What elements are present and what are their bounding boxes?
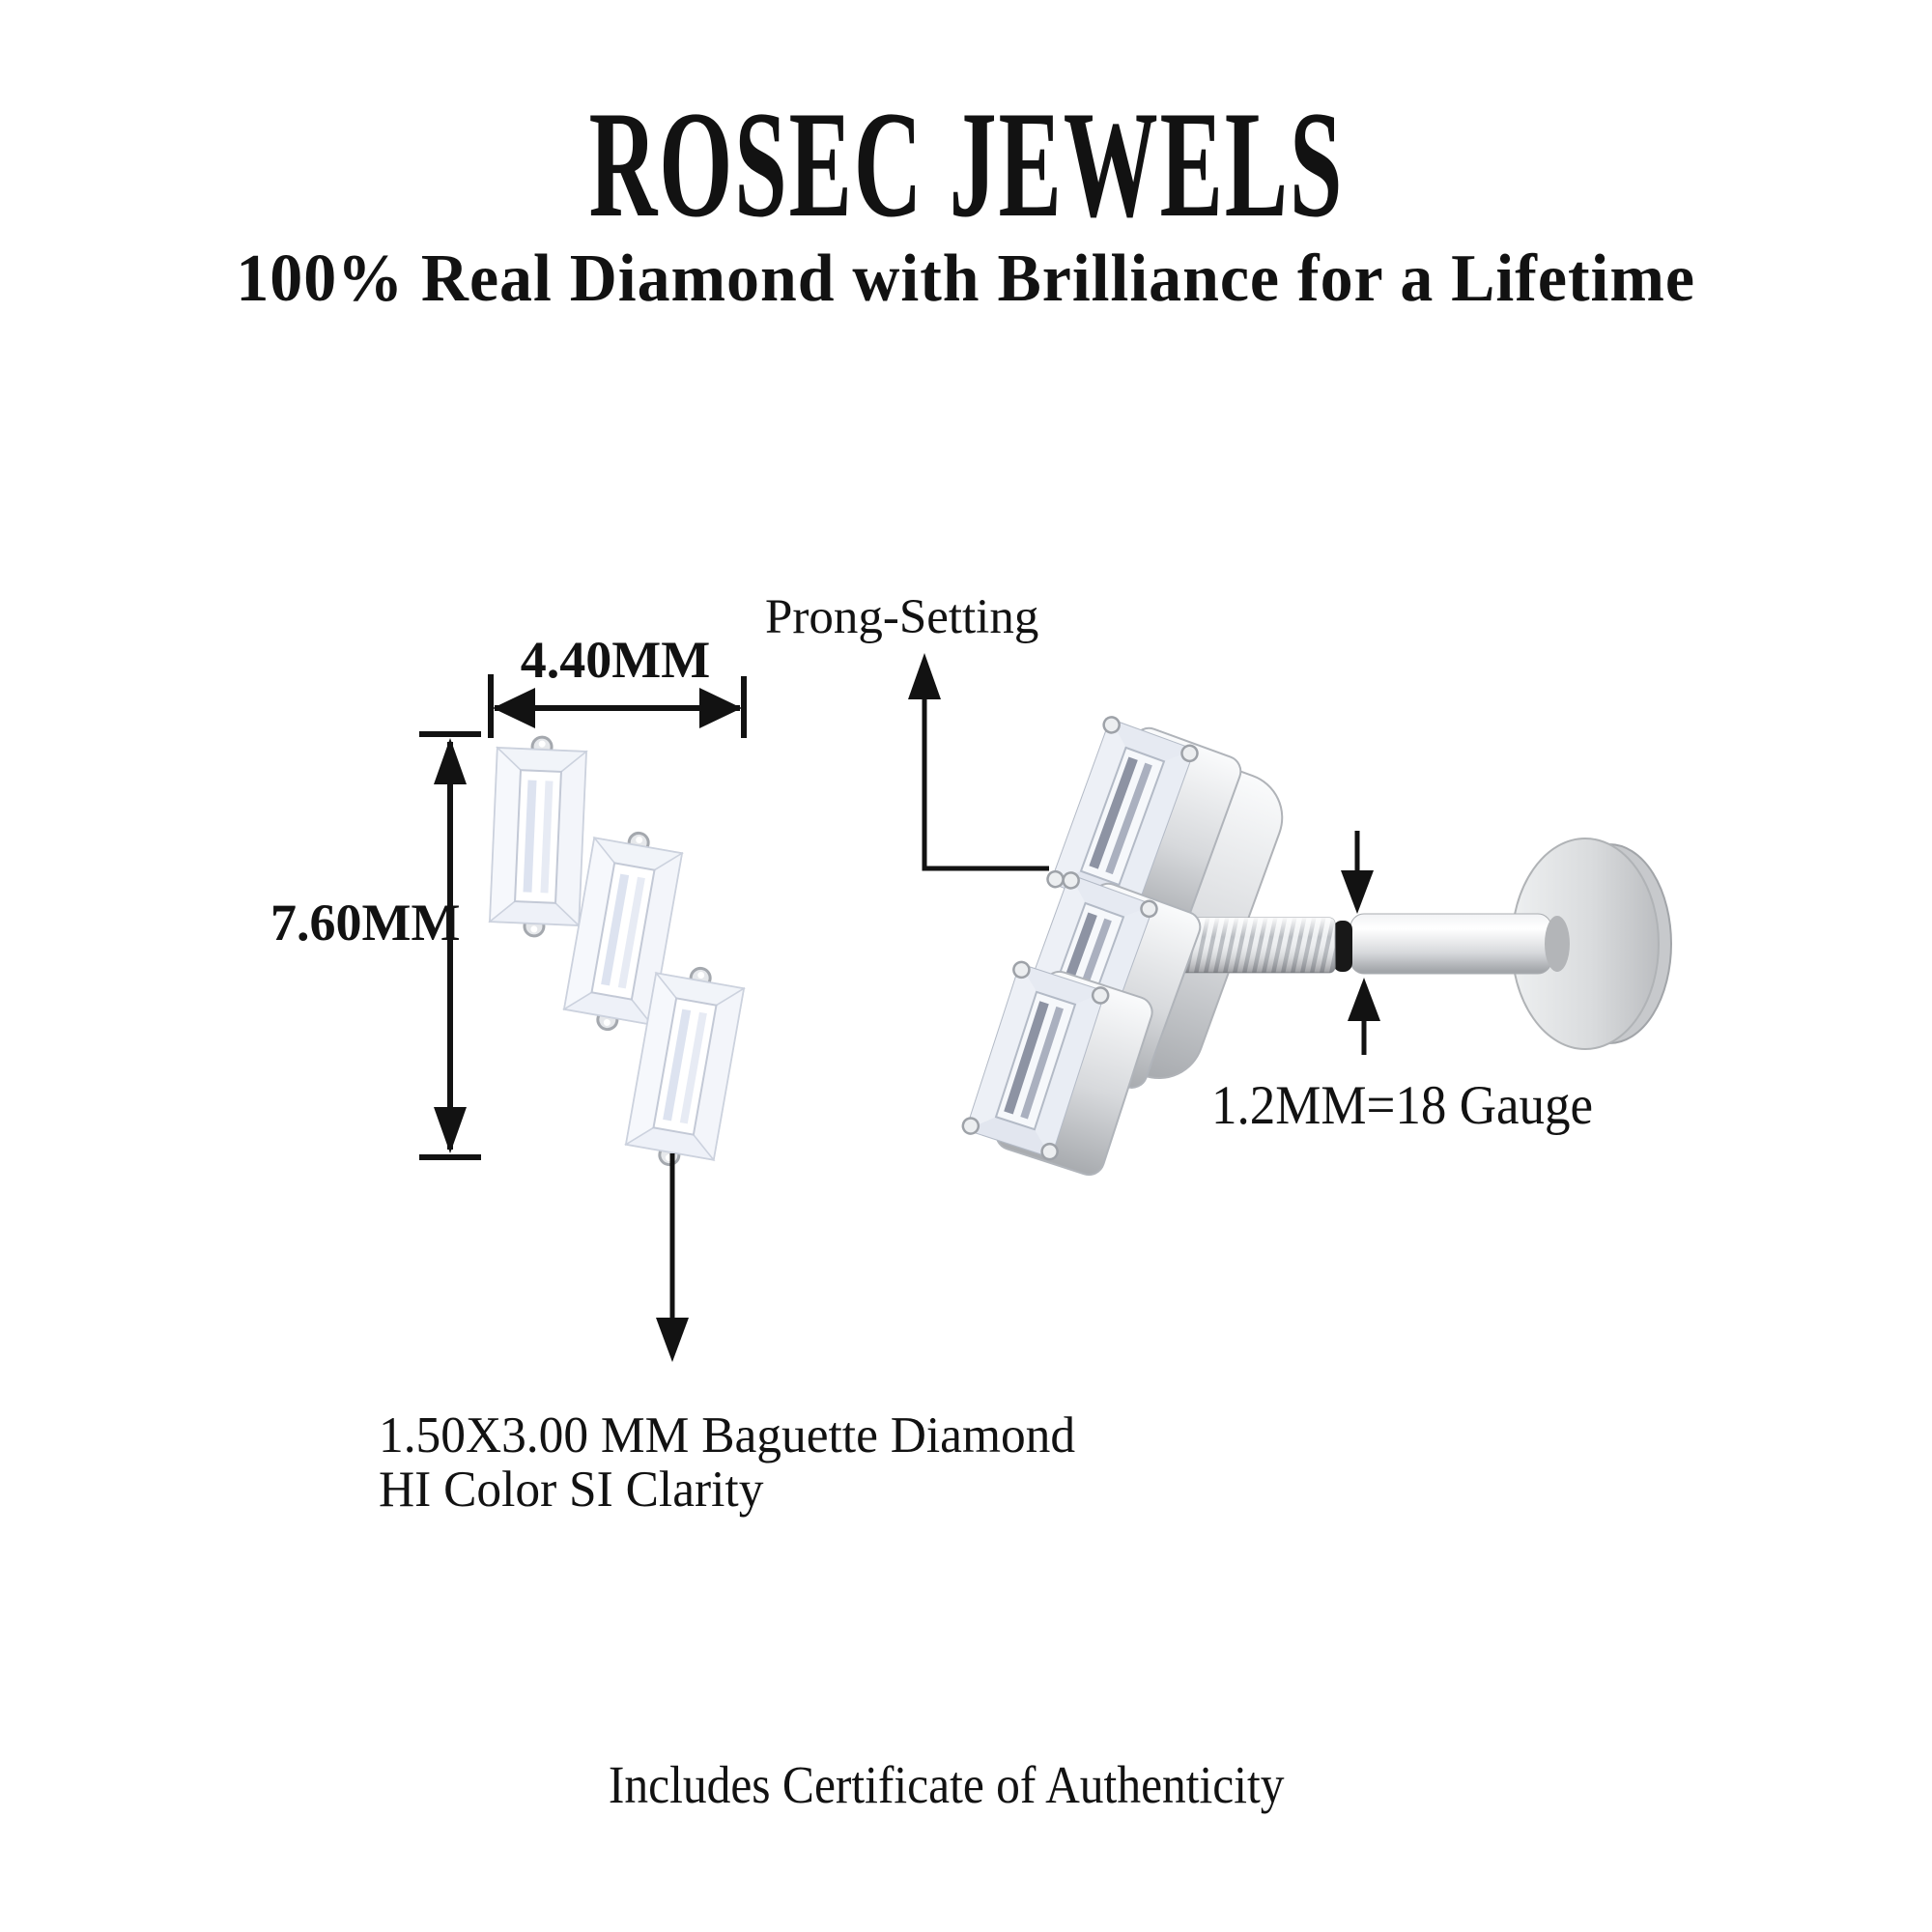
stone-size-note-line2: HI Color SI Clarity	[379, 1462, 764, 1518]
o-ring	[1333, 921, 1352, 972]
gauge-arrow-top	[1341, 831, 1374, 914]
tagline-text: 100% Real Diamond with Brilliance for a …	[236, 242, 1696, 316]
certificate-note: Includes Certificate of Authenticity	[0, 1758, 1913, 1811]
stone-size-note: 1.50X3.00 MM Baguette Diamond HI Color S…	[379, 1408, 1075, 1517]
gauge-arrow-bottom	[1348, 978, 1380, 1055]
tagline: 100% Real Diamond with Brilliance for a …	[0, 245, 1932, 313]
height-dimension-label: 7.60MM	[270, 894, 461, 952]
prong-pointer-arrow	[908, 653, 1049, 871]
front-view-earring	[488, 733, 748, 1174]
height-dimension-line	[419, 731, 481, 1160]
brand-title-text: ROSEC JEWELS	[588, 80, 1344, 249]
certificate-note-text: Includes Certificate of Authenticity	[609, 1755, 1285, 1814]
width-dimension-label: 4.40MM	[520, 631, 711, 689]
labret-post	[1350, 913, 1552, 975]
prong-setting-label: Prong-Setting	[765, 590, 1039, 644]
gauge-label: 1.2MM=18 Gauge	[1211, 1075, 1594, 1136]
side-view-earring	[958, 711, 1672, 1180]
stone-pointer-arrow	[656, 1153, 689, 1362]
width-dimension-line	[488, 674, 747, 738]
brand-title: ROSEC JEWELS	[0, 89, 1932, 242]
baguette-stone-front-1	[488, 733, 588, 940]
stone-size-note-line1: 1.50X3.00 MM Baguette Diamond	[379, 1407, 1076, 1463]
post-hole-shadow	[1545, 916, 1570, 972]
